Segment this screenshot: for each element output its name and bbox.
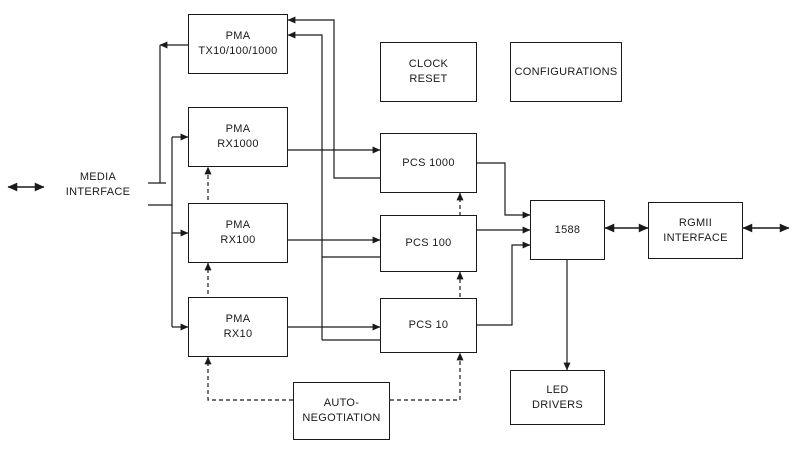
connector-pcs10-to-1588 — [477, 241, 531, 326]
connector-autoneg-to-pma-rx10 — [204, 356, 293, 401]
block-pma-rx1000-label-line1: PMA — [225, 123, 251, 135]
block-auto-negotiation: AUTO- NEGOTIATION — [293, 382, 390, 440]
block-pma-rx100: PMA RX100 — [188, 203, 288, 263]
block-pma-rx10-label-line2: RX10 — [223, 328, 253, 340]
block-pma-tx-label-line2: TX10/100/1000 — [198, 45, 278, 57]
block-auto-negotiation-label-line1: AUTO- — [323, 397, 360, 409]
connector-pcs1000-to-1588 — [477, 162, 531, 219]
connector-pcs-to-pma-tx-riser — [287, 31, 323, 340]
block-1588: 1588 — [530, 200, 605, 260]
block-pma-tx: PMA TX10/100/1000 — [188, 14, 288, 74]
block-clock-reset-label-line2: RESET — [409, 73, 448, 85]
block-pma-rx10: PMA RX10 — [188, 297, 288, 357]
block-pcs-1000-label: PCS 1000 — [402, 156, 455, 169]
block-rgmii-label-line2: INTERFACE — [663, 231, 728, 244]
connector-pcs1000-to-pma-tx — [287, 16, 380, 179]
block-pma-rx1000: PMA RX1000 — [188, 107, 288, 167]
block-pma-tx-label-line1: PMA — [225, 30, 251, 42]
block-led-drivers-label-line1: LED — [546, 383, 569, 396]
block-pcs-100: PCS 100 — [380, 215, 477, 272]
block-pcs-1000: PCS 1000 — [380, 133, 477, 193]
block-pma-rx1000-label-line2: RX1000 — [217, 138, 259, 150]
block-rgmii-interface: RGMII INTERFACE — [648, 202, 743, 259]
block-pcs-10: PCS 10 — [380, 298, 477, 353]
connector-autoneg-to-pcs10 — [390, 352, 464, 401]
block-pcs-10-label: PCS 10 — [408, 319, 449, 331]
block-auto-negotiation-label-line2: NEGOTIATION — [302, 412, 381, 424]
block-pcs-100-label: PCS 100 — [405, 237, 452, 249]
block-pma-rx10-label-line1: PMA — [225, 313, 251, 325]
block-configurations: CONFIGURATIONS — [510, 42, 622, 102]
block-1588-label: 1588 — [554, 223, 581, 236]
block-clock-reset-label-line1: CLOCK — [408, 58, 449, 70]
media-interface-label: MEDIA INTERFACE — [57, 169, 139, 201]
block-led-drivers: LED DRIVERS — [510, 370, 605, 425]
block-pma-rx100-label-line1: PMA — [225, 219, 251, 231]
block-configurations-label: CONFIGURATIONS — [514, 65, 618, 78]
block-pma-rx100-label-line2: RX100 — [220, 234, 256, 246]
media-interface-label-line2: INTERFACE — [65, 186, 131, 198]
block-rgmii-label-line1: RGMII — [678, 216, 713, 229]
block-led-drivers-label-line2: DRIVERS — [532, 398, 583, 411]
media-interface-label-line1: MEDIA — [79, 171, 117, 183]
block-clock-reset: CLOCK RESET — [380, 42, 477, 102]
